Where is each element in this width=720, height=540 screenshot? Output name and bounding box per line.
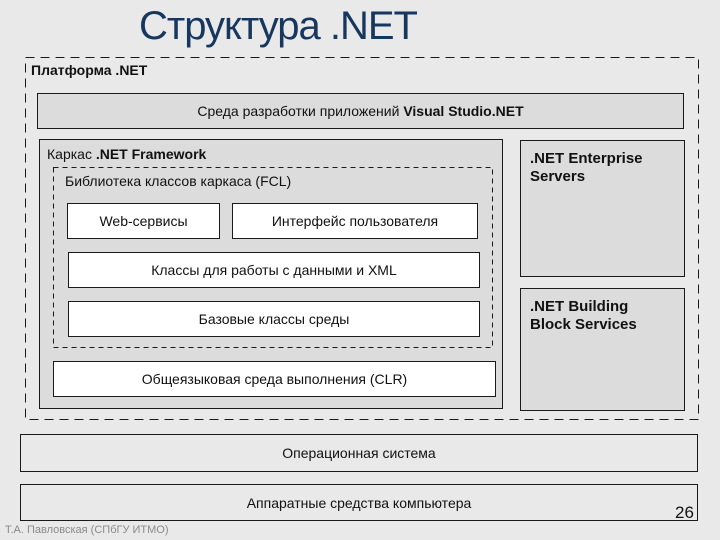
hardware-box: Аппаратные средства компьютера [20, 484, 698, 521]
visual-studio-box: Среда разработки приложений Visual Studi… [37, 93, 684, 129]
base-classes-box: Базовые классы среды [68, 301, 480, 337]
web-services-box: Web-сервисы [67, 203, 220, 239]
data-xml-classes-box: Классы для работы с данными и XML [68, 252, 480, 288]
visual-studio-box-text: Среда разработки приложений Visual Studi… [197, 103, 524, 119]
platform-net-label: Платформа .NET [31, 62, 148, 78]
net-building-block-services-box: .NET Building Block Services [520, 288, 685, 411]
net-framework-label: Каркас .NET Framework [47, 146, 207, 162]
slide-title: Структура .NET [139, 4, 418, 48]
operating-system-box: Операционная система [20, 434, 698, 472]
footer-author-credit: Т.А. Павловская (СПбГУ ИТМО) [5, 524, 169, 536]
slide-page-number: 26 [675, 503, 694, 522]
fcl-label: Библиотека классов каркаса (FCL) [65, 173, 292, 189]
clr-box: Общеязыковая среда выполнения (CLR) [53, 361, 496, 397]
user-interface-box: Интерфейс пользователя [232, 203, 478, 239]
net-enterprise-servers-box: .NET Enterprise Servers [520, 140, 685, 277]
